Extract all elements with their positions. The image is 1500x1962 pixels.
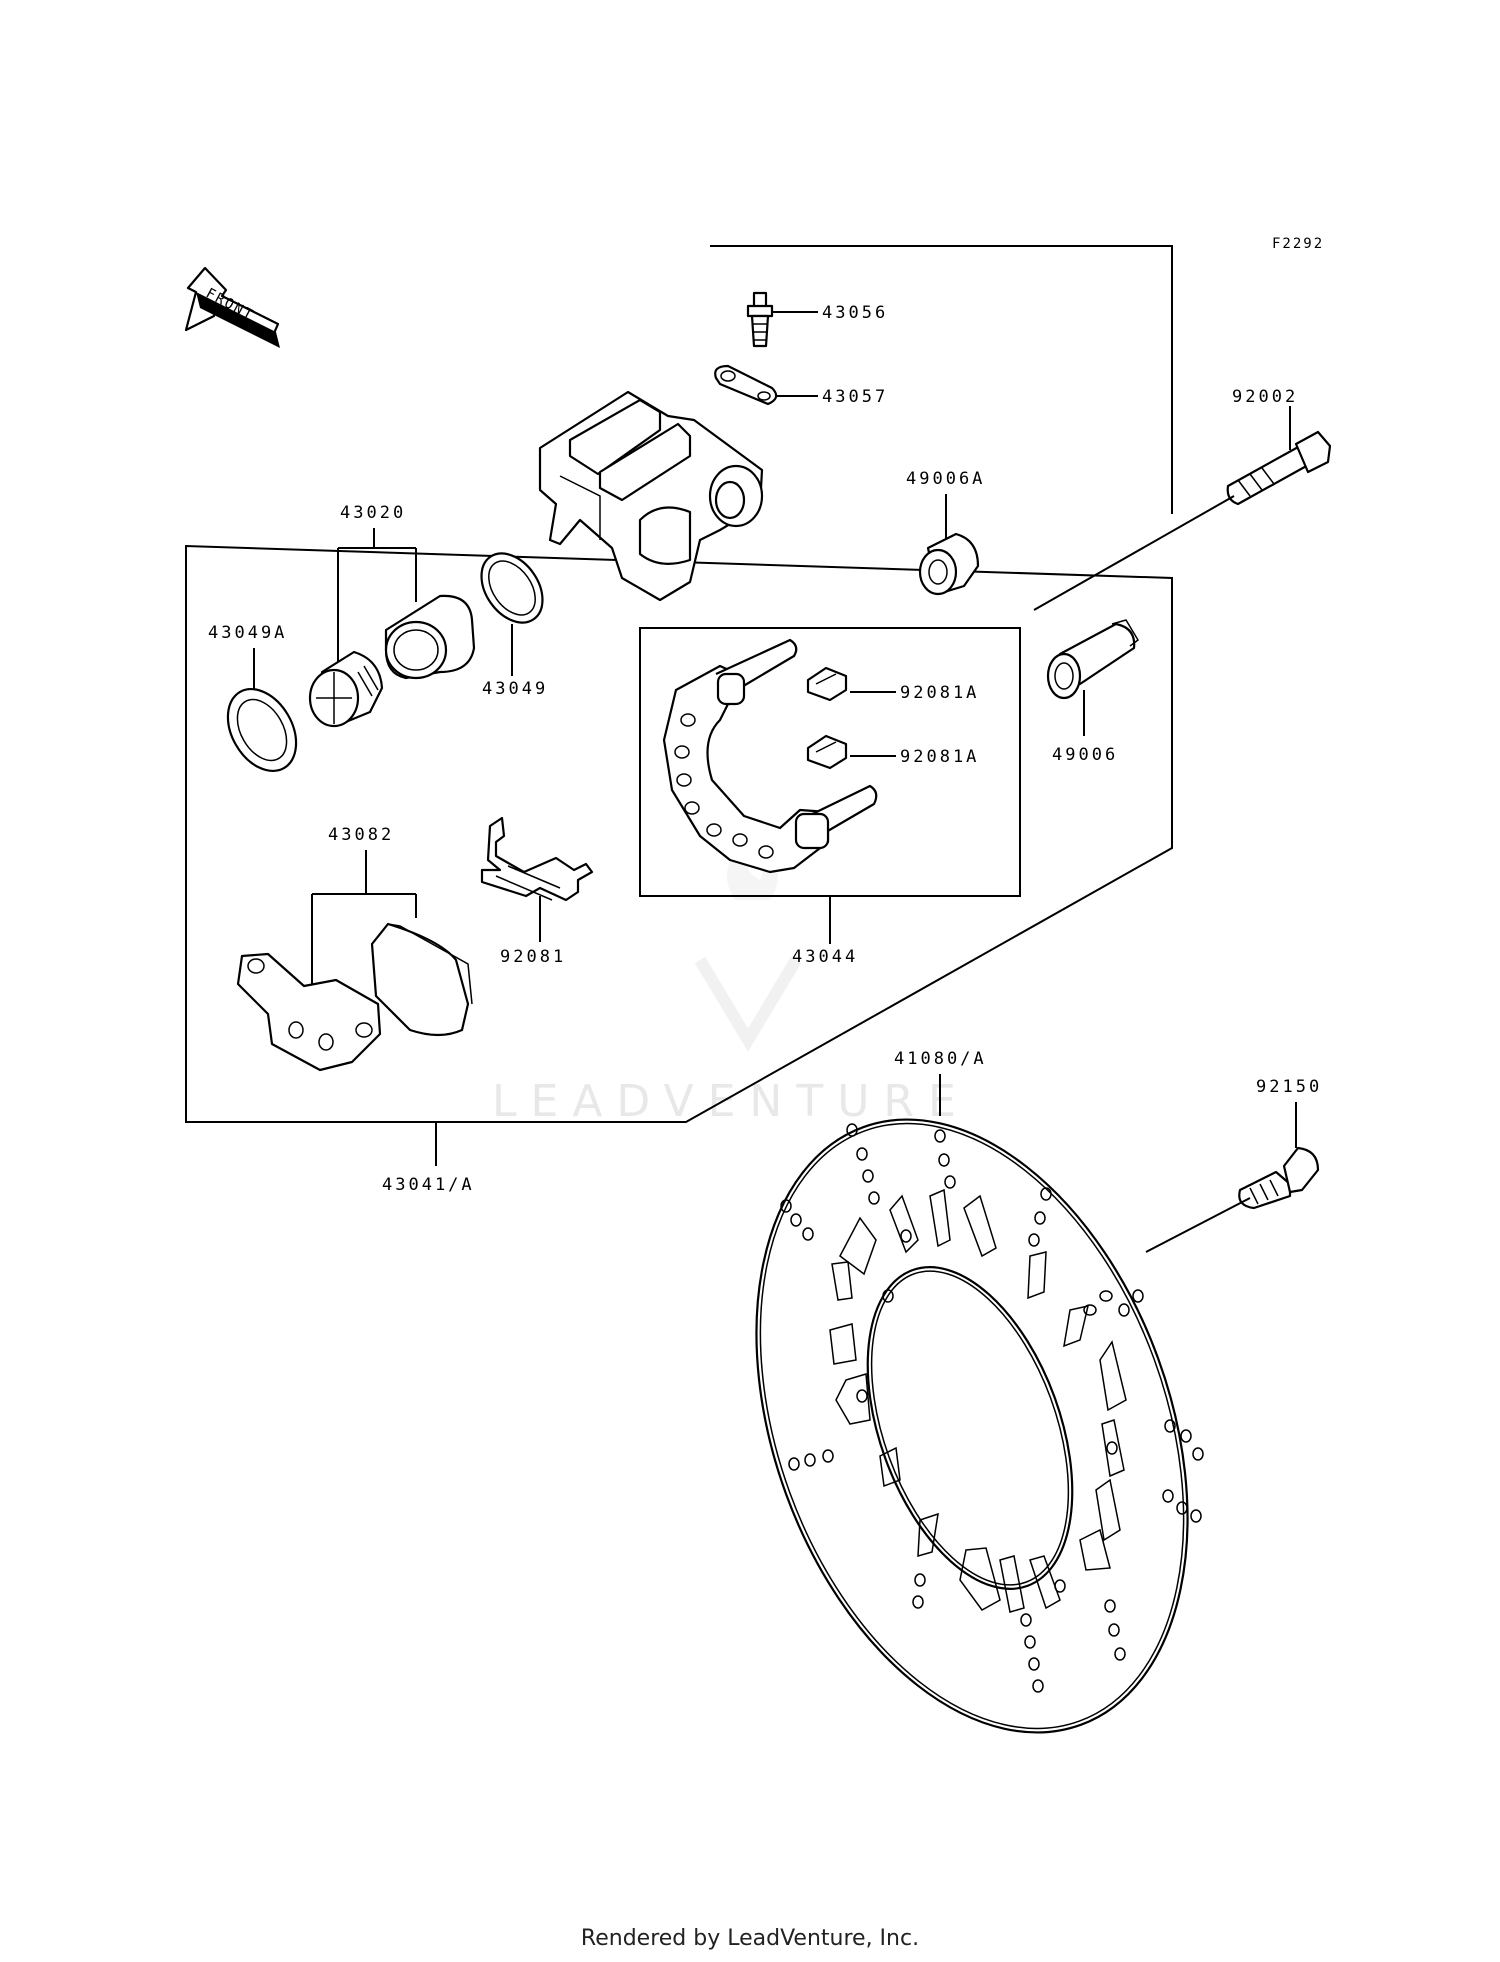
mounting-bolt-part: [1226, 430, 1332, 506]
disc-bolt-part: [1238, 1146, 1320, 1210]
label-43049: 43049: [482, 679, 548, 699]
pad-spring-part: [480, 816, 594, 902]
brake-pad-backing-part: [236, 952, 382, 1072]
dust-seal-part: [226, 687, 298, 773]
label-92081A-bottom: 92081A: [900, 747, 979, 767]
bleeder-valve-part: [746, 291, 774, 348]
label-92150: 92150: [1256, 1077, 1322, 1097]
label-43056: 43056: [822, 303, 888, 323]
front-arrow-icon: FRONT: [184, 266, 280, 348]
pad-spring-a-top-part: [806, 666, 848, 702]
boot-part: [918, 532, 980, 596]
label-43044: 43044: [792, 947, 858, 967]
footer-credit: Rendered by LeadVenture, Inc.: [580, 1926, 920, 1951]
label-92081A-top: 92081A: [900, 683, 979, 703]
label-43082: 43082: [328, 825, 394, 845]
label-92081: 92081: [500, 947, 566, 967]
sleeve-boot-part: [1046, 619, 1139, 700]
brake-disc-part: [755, 1118, 1204, 1734]
brake-pad-front-part: [370, 922, 473, 1037]
piston-insulator-part: [308, 650, 384, 728]
label-49006A: 49006A: [906, 469, 985, 489]
caliper-bracket-part: [662, 638, 878, 874]
label-49006: 49006: [1052, 745, 1118, 765]
label-43041A: 43041/A: [382, 1175, 475, 1195]
bleeder-cap-part: [714, 364, 778, 406]
label-41080A: 41080/A: [894, 1049, 987, 1069]
piston-part: [384, 594, 476, 680]
label-43057: 43057: [822, 387, 888, 407]
diagram-code: F2292: [1272, 236, 1324, 252]
pad-spring-a-bottom-part: [806, 734, 848, 770]
caliper-body-part: [538, 390, 764, 602]
label-43049A: 43049A: [208, 623, 287, 643]
label-43020: 43020: [340, 503, 406, 523]
label-92002: 92002: [1232, 387, 1298, 407]
piston-seal-part: [480, 552, 544, 624]
